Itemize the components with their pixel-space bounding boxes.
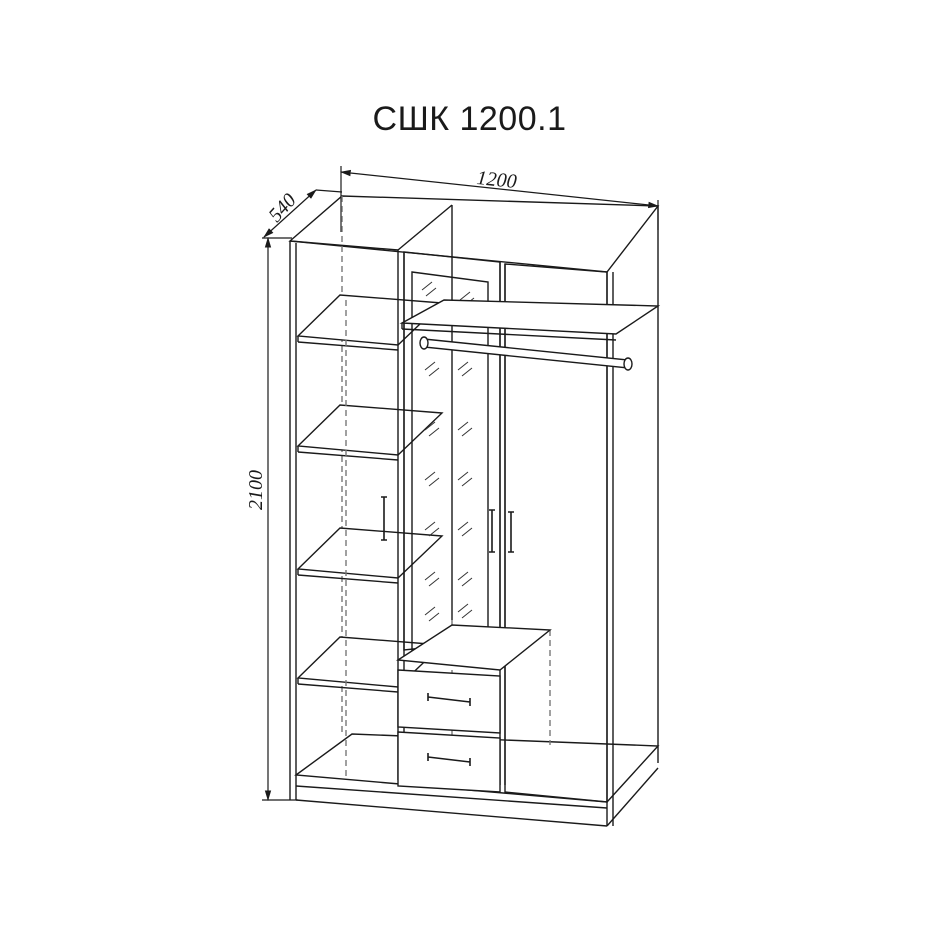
left-door-handle <box>381 496 387 541</box>
top-panel <box>288 195 660 273</box>
right-door-handle <box>508 511 514 553</box>
upper-drawer-handle <box>427 693 471 706</box>
shelf-2 <box>296 404 444 456</box>
drawer-block <box>395 624 552 793</box>
upper-drawer-front <box>397 669 501 734</box>
depth-extension <box>315 189 343 193</box>
depth-label: 540 <box>264 189 300 226</box>
hat-shelf <box>399 299 661 341</box>
product-title: СШК 1200.1 <box>372 100 567 138</box>
lower-drawer-front <box>397 731 501 793</box>
height-dimension <box>262 236 298 802</box>
depth-dimension <box>263 189 343 238</box>
shelf-3 <box>296 527 444 579</box>
right-door <box>504 263 608 803</box>
mirror-panel <box>411 271 489 651</box>
lower-drawer-handle <box>427 753 471 766</box>
depth-dimension-line <box>263 189 317 238</box>
bottom-panel <box>294 733 660 803</box>
width-dimension-line <box>339 169 660 209</box>
hanging-rod <box>419 336 633 371</box>
left-shelves <box>296 294 444 693</box>
mirror-door-handle <box>489 509 495 553</box>
width-label: 1200 <box>476 167 518 193</box>
height-label: 2100 <box>245 470 267 510</box>
